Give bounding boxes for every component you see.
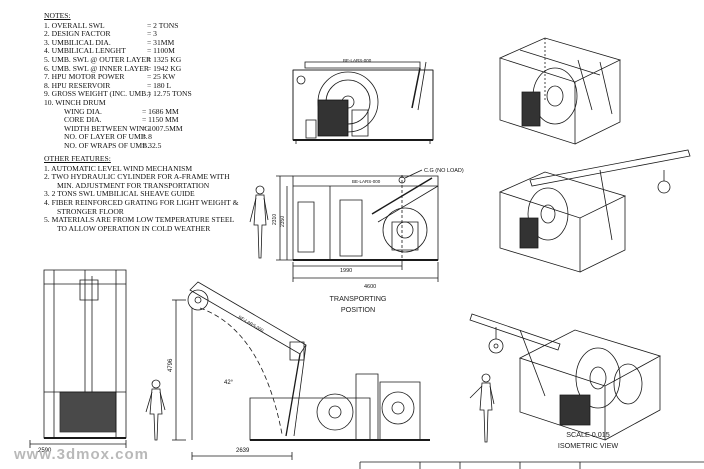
drum-row: WIDTH BETWEEN WING= 1007.5MM xyxy=(64,123,183,133)
side-view-transport xyxy=(250,170,438,282)
notes-block: NOTES: 1. OVERALL SWL= 2 TONS 2. DESIGN … xyxy=(44,11,192,151)
drum-row: WING DIA.= 1686 MM xyxy=(64,106,179,116)
angle-label: 42° xyxy=(224,380,234,386)
note-row: 4. UMBILICAL LENGHT= 1100M xyxy=(44,46,175,56)
note-row: 8. HPU RESERVOIR= 180 L xyxy=(44,80,172,90)
cg-label: C.G (NO LOAD) xyxy=(424,168,464,174)
tag-boom: BE-LARS-000 xyxy=(238,315,265,334)
note-row: 5. UMB. SWL @ OUTER LAYER= 1325 KG xyxy=(44,54,182,64)
feature-item: 5. MATERIALS ARE FROM LOW TEMPERATURE ST… xyxy=(44,215,235,225)
note-row: 6. UMB. SWL @ INNER LAYER= 1942 KG xyxy=(44,63,182,73)
isometric-top xyxy=(500,38,620,144)
drum-row: CORE DIA.= 1150 MM xyxy=(64,115,179,125)
drum-row: NO. OF LAYER OF UMB.= 8 xyxy=(64,132,152,142)
dim-4600: 4600 xyxy=(364,284,376,290)
dim-4796: 4796 xyxy=(168,358,174,372)
dim-2639: 2639 xyxy=(236,448,250,454)
dim-2590: 2590 xyxy=(38,448,52,454)
note-row: 7. HPU MOTOR POWER= 25 KW xyxy=(44,72,176,82)
feature-item-cont: TO ALLOW OPERATION IN COLD WEATHER xyxy=(57,223,211,233)
isometric-bottom xyxy=(470,314,660,440)
drum-row: NO. OF WRAPS OF UMB.= 32.5 xyxy=(64,140,162,150)
feature-item-cont: STRONGER FLOOR xyxy=(57,206,124,216)
note-row: 3. UMBILICAL DIA.= 31MM xyxy=(44,37,175,47)
title-block-edge xyxy=(360,462,704,469)
transport-caption: TRANSPORTING POSITION xyxy=(329,294,387,314)
feature-item: 4. FIBER REINFORCED GRATING FOR LIGHT WE… xyxy=(44,197,239,207)
feature-item: 3. 2 TONS SWL UMBILICAL SHEAVE GUIDE xyxy=(44,189,195,199)
tag-mid: BE-LARS-000 xyxy=(352,179,381,184)
front-view xyxy=(30,270,126,448)
dim-1990: 1990 xyxy=(340,268,352,274)
drum-title: 10. WINCH DRUM xyxy=(44,97,106,107)
features-title: OTHER FEATURES: xyxy=(44,154,111,163)
note-row: 2. DESIGN FACTOR= 3 xyxy=(44,29,157,39)
note-row: 1. OVERALL SWL= 2 TONS xyxy=(44,20,179,30)
notes-title: NOTES: xyxy=(44,11,71,20)
dim-2310: 2310 xyxy=(272,214,278,225)
feature-item-cont: MIN. ADJUSTMENT FOR TRANSPORTATION xyxy=(57,180,210,190)
features-block: OTHER FEATURES: 1. AUTOMATIC LEVEL WIND … xyxy=(44,154,239,233)
deployment-view xyxy=(146,282,494,460)
feature-item: 1. AUTOMATIC LEVEL WIND MECHANISM xyxy=(44,163,193,173)
dim-2350: 2350 xyxy=(280,216,286,227)
tag-top: BE-LARS-000 xyxy=(343,58,372,63)
watermark-text: www.3dmox.com xyxy=(14,446,149,463)
iso-caption: SCALE 0.015 ISOMETRIC VIEW xyxy=(557,430,619,450)
feature-item: 2. TWO HYDRAULIC CYLINDER FOR A-FRAME WI… xyxy=(44,172,230,182)
side-view-operating xyxy=(293,62,433,144)
isometric-middle xyxy=(500,150,690,272)
note-row: 9. GROSS WEIGHT (INC. UMB.)= 12.75 TONS xyxy=(44,89,192,99)
